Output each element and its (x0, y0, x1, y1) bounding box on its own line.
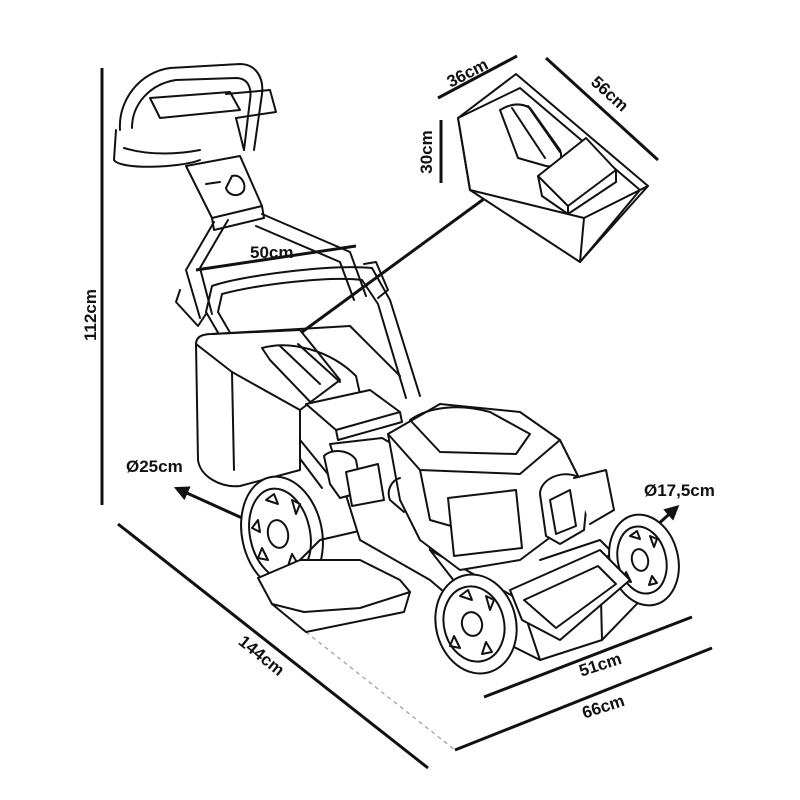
cutting-width-dimension-line (483, 615, 693, 699)
handle-width-label: 50cm (250, 243, 293, 262)
width-dimension-line (454, 646, 713, 752)
grass-box-outline (457, 73, 649, 263)
box-depth-label: 36cm (444, 55, 491, 92)
box-depth-dimension-line (437, 54, 518, 100)
box-length-dimension-line (544, 56, 660, 162)
handle-width-dimension-line (195, 244, 357, 272)
arrow-icon (301, 182, 507, 334)
box-height-label: 30cm (417, 130, 436, 173)
dimension-lines (100, 54, 713, 770)
box-length-label: 56cm (587, 72, 632, 115)
mower-outline (113, 63, 680, 675)
width-label: 66cm (580, 691, 627, 723)
length-dimension-line (117, 522, 429, 770)
length-label: 144cm (235, 632, 288, 680)
front-wheel-label: Ø17,5cm (644, 481, 715, 500)
height-label: 112cm (81, 289, 100, 341)
rear-wheel-label: Ø25cm (126, 457, 183, 476)
